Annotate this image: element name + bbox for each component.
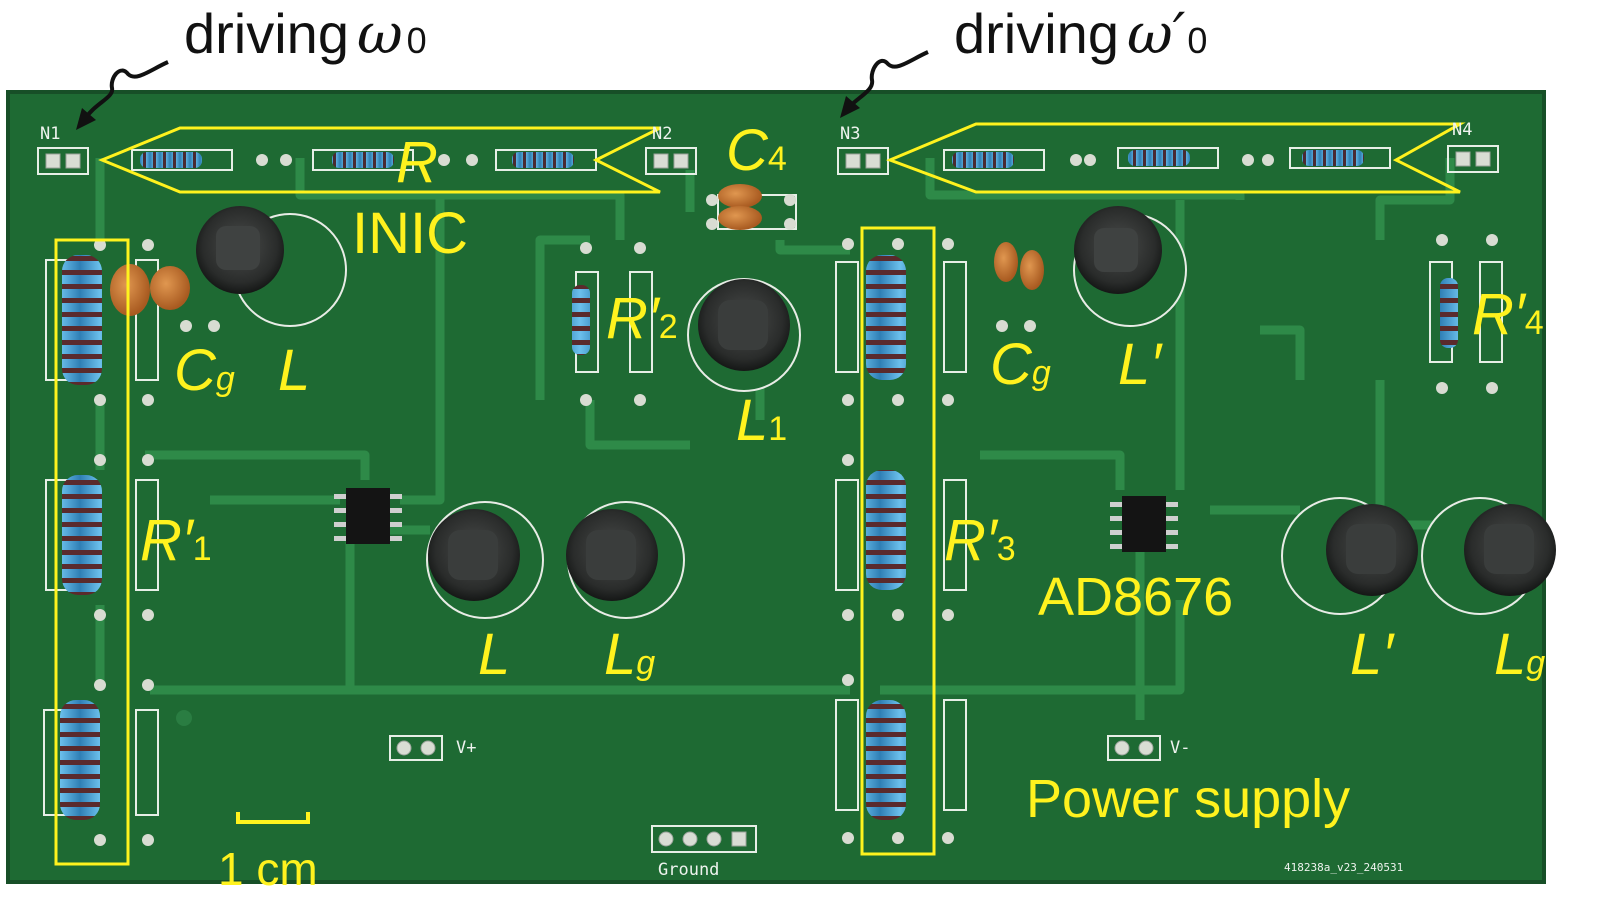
silk-N4: N4 [1452,120,1473,140]
label-text: R′ [606,286,659,351]
pads [94,154,1498,846]
label-L1: L1 [736,392,787,450]
omega-symbol: ω [356,2,403,67]
label-subscript: g [636,644,656,682]
label-Lg-mid: Lg [604,626,655,684]
silk-N3: N3 [840,124,861,144]
label-INIC: INIC [352,201,468,266]
label-C4: C4 [726,122,787,180]
connector-pads [45,151,1491,847]
label-subscript: 1 [768,410,788,448]
omega-subscript: 0 [1187,20,1208,61]
driving-text: driving [954,2,1119,65]
silk-N1: N1 [40,124,61,144]
label-scale: 1 cm [218,843,318,895]
label-subscript: g [1526,644,1546,682]
silk-board-id: 418238a_v23_240531 [1284,861,1404,874]
label-text: R′ [1472,282,1525,347]
chain-right-outline [885,122,1466,194]
label-L-bottom: L [478,622,511,687]
label-subscript: 3 [996,530,1016,568]
label-Cg-left: Cg [174,342,235,400]
label-subscript: 4 [1524,304,1544,342]
label-power-supply: Power supply [1026,769,1351,829]
arrowhead-right [840,96,860,118]
label-subscript: g [1031,354,1051,392]
label-Lg-right: Lg [1494,626,1545,684]
inic-chain-outline [98,126,661,194]
label-subscript: 4 [767,140,787,178]
label-text: L [1494,622,1527,687]
label-text: L [736,388,769,453]
omega-prime-symbol: ω′ [1126,2,1186,67]
inductors [196,206,1556,619]
driving-text: driving [184,2,349,65]
label-text: C [990,332,1032,397]
label-text: C [174,338,216,403]
annotation-outlines [54,122,1466,866]
label-L-top-left: L [278,338,311,403]
label-Cg-right: Cg [990,336,1051,394]
label-R1-prime: R′1 [140,512,212,570]
label-R3-prime: R′3 [944,512,1016,570]
label-text: L [604,622,637,687]
r3-box [860,226,936,856]
label-R4-prime: R′4 [1472,286,1544,344]
capacitors [110,184,1044,316]
resistors-horizontal [140,150,1364,168]
scale-bar [236,812,310,824]
label-subscript: g [215,360,235,398]
traces [95,158,1480,720]
label-text: R′ [140,508,193,573]
silk-v-plus: V+ [456,738,477,758]
silk-v-minus: V- [1170,738,1191,758]
label-subscript: 1 [192,530,212,568]
label-L-prime-bottom: L′ [1350,622,1394,687]
label-R2-prime: R′2 [606,290,678,348]
r1-box [54,238,130,866]
label-R: R [396,130,438,195]
label-AD8676: AD8676 [1038,567,1234,627]
opamp-chips [334,488,1178,552]
omega-subscript: 0 [406,20,427,61]
label-text: C [726,118,768,183]
silk-ground: Ground [658,860,720,880]
label-subscript: 2 [658,308,678,346]
arrowhead-left [76,108,96,130]
label-L-prime-top: L′ [1118,332,1162,397]
silk-N2: N2 [652,124,673,144]
label-text: R′ [944,508,997,573]
resistors-vertical [60,255,1458,820]
drive-arrows [82,50,929,122]
